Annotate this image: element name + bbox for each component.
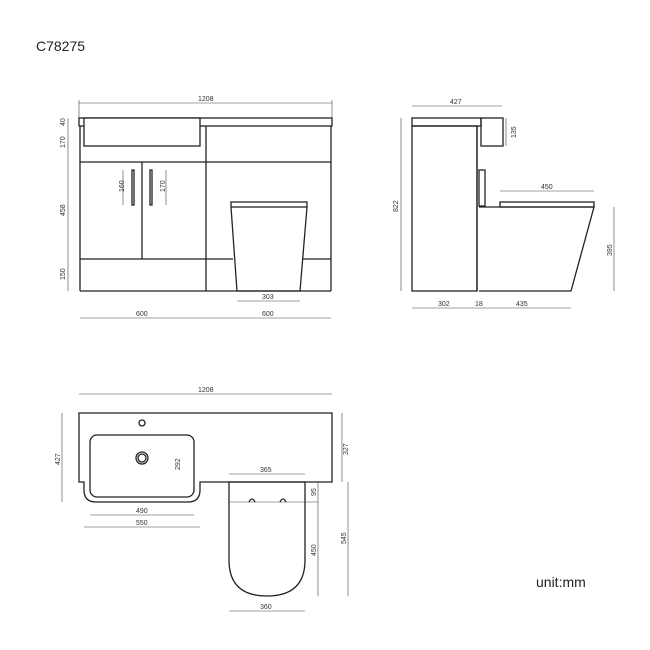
side-view: 427 822 135 450 395 302 18 435 (393, 99, 615, 309)
svg-text:365: 365 (260, 467, 272, 474)
svg-text:435: 435 (516, 301, 528, 308)
dim-overall-width: 1208 (198, 96, 214, 103)
svg-text:458: 458 (60, 204, 67, 216)
product-code: C78275 (36, 38, 86, 54)
svg-text:302: 302 (438, 301, 450, 308)
svg-text:600: 600 (262, 311, 274, 318)
svg-text:450: 450 (311, 544, 318, 556)
svg-text:550: 550 (136, 520, 148, 527)
svg-text:95: 95 (311, 488, 318, 496)
svg-text:360: 360 (260, 604, 272, 611)
svg-text:170: 170 (60, 136, 67, 148)
svg-text:160: 160 (119, 180, 126, 192)
svg-text:1208: 1208 (198, 387, 214, 394)
svg-text:490: 490 (136, 508, 148, 515)
svg-text:427: 427 (55, 453, 62, 465)
svg-text:292: 292 (175, 458, 182, 470)
svg-text:150: 150 (60, 268, 67, 280)
svg-text:427: 427 (450, 99, 462, 106)
svg-text:135: 135 (511, 126, 518, 138)
svg-text:600: 600 (136, 311, 148, 318)
svg-text:450: 450 (541, 184, 553, 191)
svg-text:303: 303 (262, 294, 274, 301)
svg-text:327: 327 (343, 443, 350, 455)
front-view: 1208 160 170 303 600 600 40 170 458 150 (60, 96, 333, 319)
svg-text:170: 170 (160, 180, 167, 192)
svg-text:822: 822 (393, 200, 400, 212)
svg-text:395: 395 (607, 244, 614, 256)
plan-view: 1208 490 550 292 427 327 365 95 450 545 … (55, 387, 350, 612)
svg-text:545: 545 (341, 532, 348, 544)
svg-text:40: 40 (60, 118, 67, 126)
svg-text:18: 18 (475, 301, 483, 308)
unit-label: unit:mm (536, 574, 586, 590)
